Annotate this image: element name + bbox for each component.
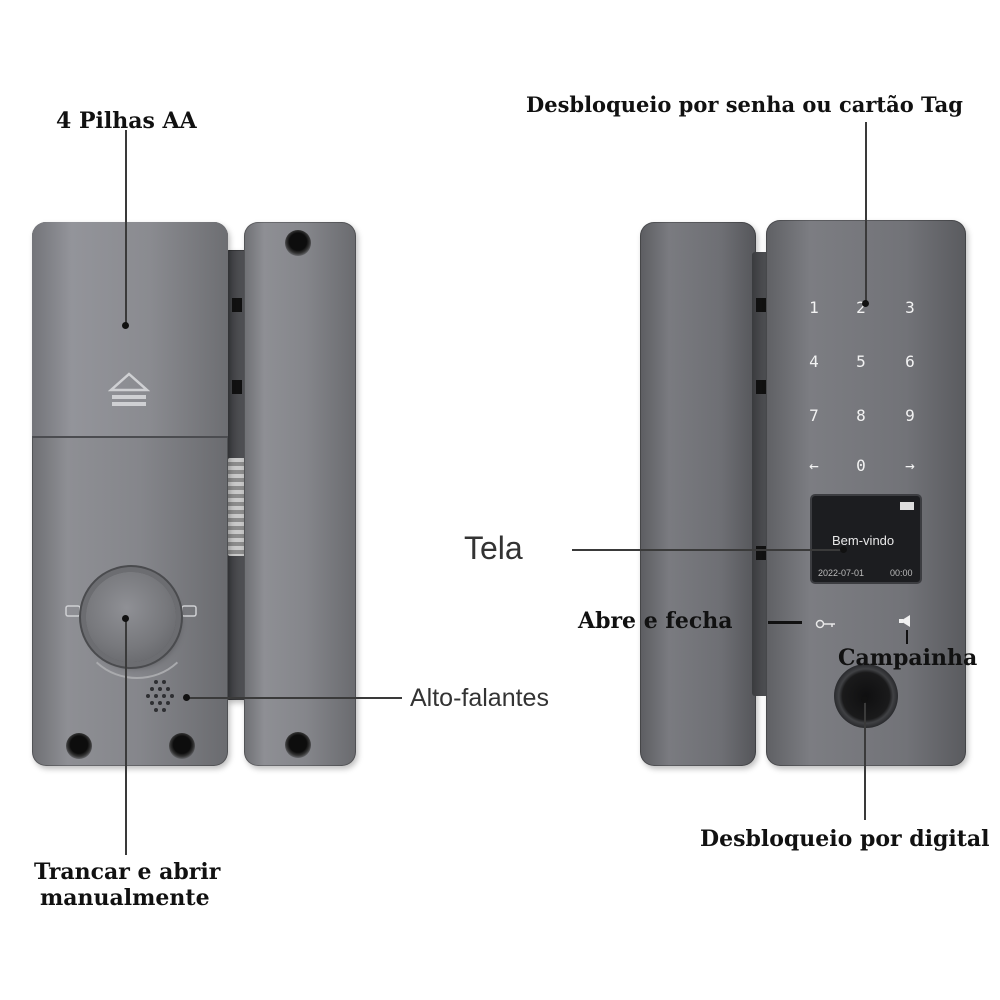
- key-icon: [815, 619, 835, 629]
- marker-fingerprint: [861, 696, 868, 703]
- screen-greeting: Bem-vindo: [832, 533, 895, 548]
- marker-batteries: [122, 322, 129, 329]
- marker-manual: [122, 615, 129, 622]
- marker-screen: [840, 546, 847, 553]
- label-fingerprint-unlock: Desbloqueio por digital: [700, 826, 990, 852]
- screen-time: 00:00: [890, 568, 913, 578]
- battery-icon: [900, 502, 914, 510]
- label-screen: Tela: [464, 530, 523, 566]
- label-manual-line1: Trancar e abrir: [34, 859, 221, 885]
- mount-slot: [756, 546, 766, 560]
- keypad-key-0[interactable]: 0: [856, 456, 866, 475]
- leader-fingerprint: [864, 700, 866, 820]
- label-speakers: Alto-falantes: [410, 684, 549, 712]
- label-batteries: 4 Pilhas AA: [56, 108, 197, 134]
- keypad-key-back[interactable]: ←: [809, 456, 819, 475]
- leader-batteries: [125, 130, 127, 326]
- keypad-key-5[interactable]: 5: [856, 352, 866, 371]
- screw-hole: [169, 733, 195, 759]
- marker-speakers: [183, 694, 190, 701]
- eject-icon: [108, 372, 150, 406]
- leader-keypad: [865, 122, 867, 302]
- keypad-key-9[interactable]: 9: [905, 406, 915, 425]
- screw-hole: [285, 732, 311, 758]
- latch-bolt: [228, 458, 246, 556]
- label-manual-line2: manualmente: [40, 885, 210, 911]
- leader-screen: [572, 549, 842, 551]
- rotation-arc: [80, 575, 194, 679]
- label-open-close: Abre e fecha: [578, 608, 733, 634]
- mount-slot: [232, 380, 242, 394]
- screw-hole: [66, 733, 92, 759]
- keypad-key-4[interactable]: 4: [809, 352, 819, 371]
- right-strike-plate: [640, 222, 756, 766]
- screw-hole: [285, 230, 311, 256]
- bell-icon[interactable]: [898, 612, 916, 630]
- keypad-key-3[interactable]: 3: [905, 298, 915, 317]
- speaker-grille-icon: [146, 680, 182, 716]
- keypad-key-7[interactable]: 7: [809, 406, 819, 425]
- leader-speakers: [186, 697, 402, 699]
- lcd-screen: [812, 496, 920, 582]
- label-keypad-unlock: Desbloqueio por senha ou cartão Tag: [526, 92, 963, 117]
- mount-slot: [232, 298, 242, 312]
- leader-open-close: [768, 621, 802, 624]
- lock-icon: [65, 605, 81, 617]
- keypad-key-6[interactable]: 6: [905, 352, 915, 371]
- mount-slot: [756, 298, 766, 312]
- keypad-key-2[interactable]: 2: [856, 298, 866, 317]
- mount-slot: [756, 380, 766, 394]
- keypad-key-8[interactable]: 8: [856, 406, 866, 425]
- leader-doorbell: [906, 630, 908, 644]
- leader-manual: [125, 620, 127, 855]
- label-doorbell: Campainha: [838, 645, 978, 671]
- keypad-key-1[interactable]: 1: [809, 298, 819, 317]
- strike-plate: [244, 222, 356, 766]
- manual-lock-knob[interactable]: [86, 572, 176, 662]
- marker-keypad: [862, 300, 869, 307]
- keypad-key-enter[interactable]: →: [905, 456, 915, 475]
- screen-date: 2022-07-01: [818, 568, 865, 578]
